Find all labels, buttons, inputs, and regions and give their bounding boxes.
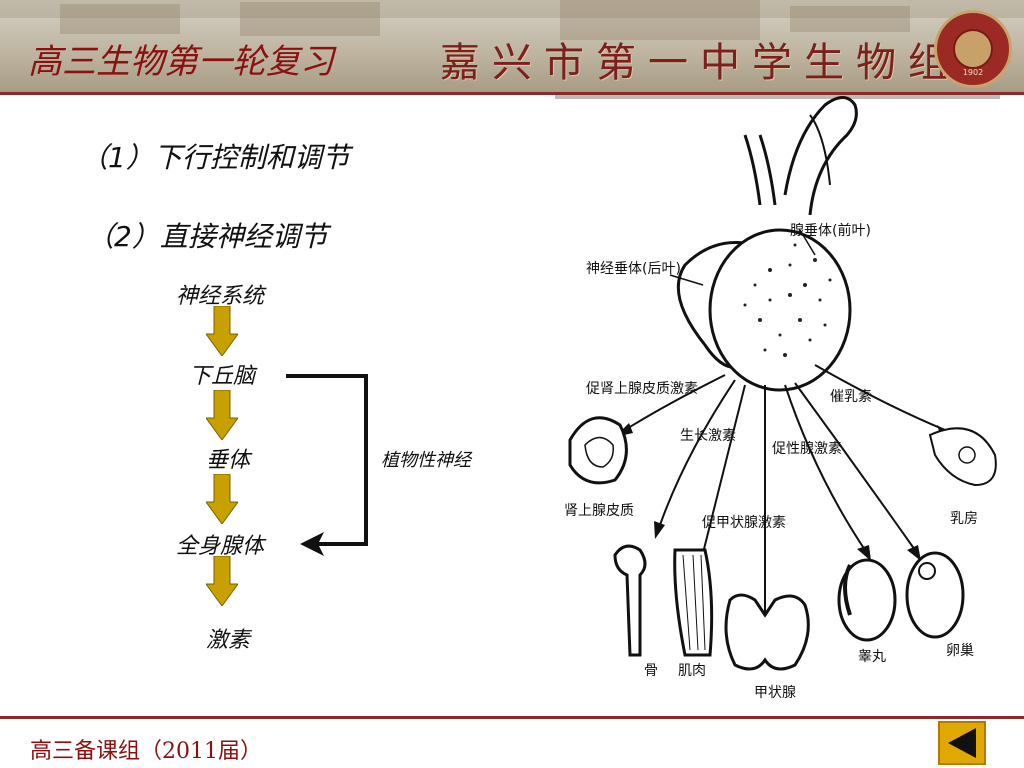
- label-prolactin: 催乳素: [830, 389, 872, 405]
- triangle-left-icon: [948, 728, 976, 758]
- seal-year: 1902: [962, 68, 984, 77]
- flow-node-glands: 全身腺体: [175, 534, 264, 559]
- label-acth: 促肾上腺皮质激素: [586, 381, 698, 397]
- flow-node-hormones: 激素: [205, 628, 250, 653]
- down-arrow-icon: [206, 556, 238, 606]
- point-2: （2）直接神经调节: [86, 220, 328, 253]
- label-muscle: 肌肉: [678, 663, 706, 679]
- flow-node-hypothalamus: 下丘脑: [188, 364, 255, 389]
- label-anterior: 腺垂体(前叶): [790, 223, 871, 239]
- autonomic-nerve-label: 植物性神经: [381, 450, 471, 471]
- pituitary-diagram: [555, 95, 1000, 671]
- bracket-arrow-icon: [286, 374, 368, 556]
- label-gonadotropin: 促性腺激素: [772, 441, 842, 457]
- school-name: 嘉兴市第一中学生物组: [440, 40, 960, 86]
- label-ovary: 卵巢: [946, 643, 974, 659]
- label-posterior: 神经垂体(后叶): [586, 261, 681, 277]
- label-breast: 乳房: [950, 511, 978, 527]
- flow-node-nervous-system: 神经系统: [175, 284, 264, 309]
- label-gh: 生长激素: [680, 428, 736, 444]
- down-arrow-icon: [206, 390, 238, 440]
- label-tsh: 促甲状腺激素: [702, 515, 786, 531]
- down-arrow-icon: [206, 306, 238, 356]
- school-seal-logo: 1902: [934, 10, 1012, 88]
- header-banner: 高三生物第一轮复习 嘉兴市第一中学生物组 1902: [0, 0, 1024, 92]
- nav-back-button[interactable]: [938, 721, 986, 765]
- down-arrow-icon: [206, 474, 238, 524]
- footer-rule: [0, 716, 1024, 719]
- label-testis: 睾丸: [858, 649, 886, 665]
- label-adrenal-cortex: 肾上腺皮质: [564, 503, 634, 519]
- footer-group: 高三备课组（2011届）: [30, 739, 262, 764]
- flow-node-pituitary: 垂体: [205, 448, 250, 473]
- header-rule: [0, 92, 1024, 95]
- label-thyroid: 甲状腺: [754, 685, 796, 701]
- course-title: 高三生物第一轮复习: [28, 42, 334, 82]
- point-1: （1）下行控制和调节: [80, 141, 350, 174]
- label-bone: 骨: [644, 663, 658, 679]
